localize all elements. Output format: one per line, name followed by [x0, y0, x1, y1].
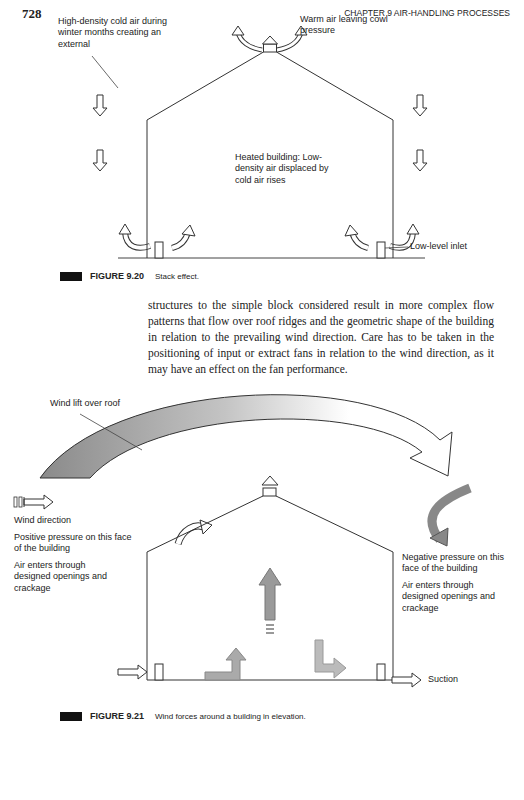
- note-label: Wind direction: [14, 515, 134, 526]
- note-label: Air enters through designed openings and…: [402, 580, 502, 614]
- building-outline: Heated building: Low-density air displac…: [147, 40, 393, 258]
- figure-caption: Wind forces around a building in elevati…: [155, 712, 306, 722]
- figure-caption: Stack effect.: [155, 272, 199, 282]
- note-label: Warm air leaving cowl pressure: [300, 14, 400, 37]
- note-label: Negative pressure on this face of the bu…: [402, 552, 520, 575]
- note-label: Wind lift over roof: [50, 398, 190, 409]
- note-label: Positive pressure on this face of the bu…: [14, 532, 139, 555]
- building-text: Heated building: Low-density air displac…: [235, 152, 335, 186]
- house-outline: [147, 40, 393, 258]
- note-label: High-density cold air during winter mont…: [58, 16, 178, 50]
- note-label: Suction: [428, 674, 458, 685]
- figure-number: FIGURE 9.21: [90, 711, 144, 722]
- note-label: Air enters through designed openings and…: [14, 560, 114, 594]
- body-text: structures to the simple block considere…: [148, 297, 494, 377]
- figure-number: FIGURE 9.20: [90, 271, 144, 282]
- page-number: 728: [22, 6, 42, 22]
- note-label: Low-level inlet: [410, 241, 500, 252]
